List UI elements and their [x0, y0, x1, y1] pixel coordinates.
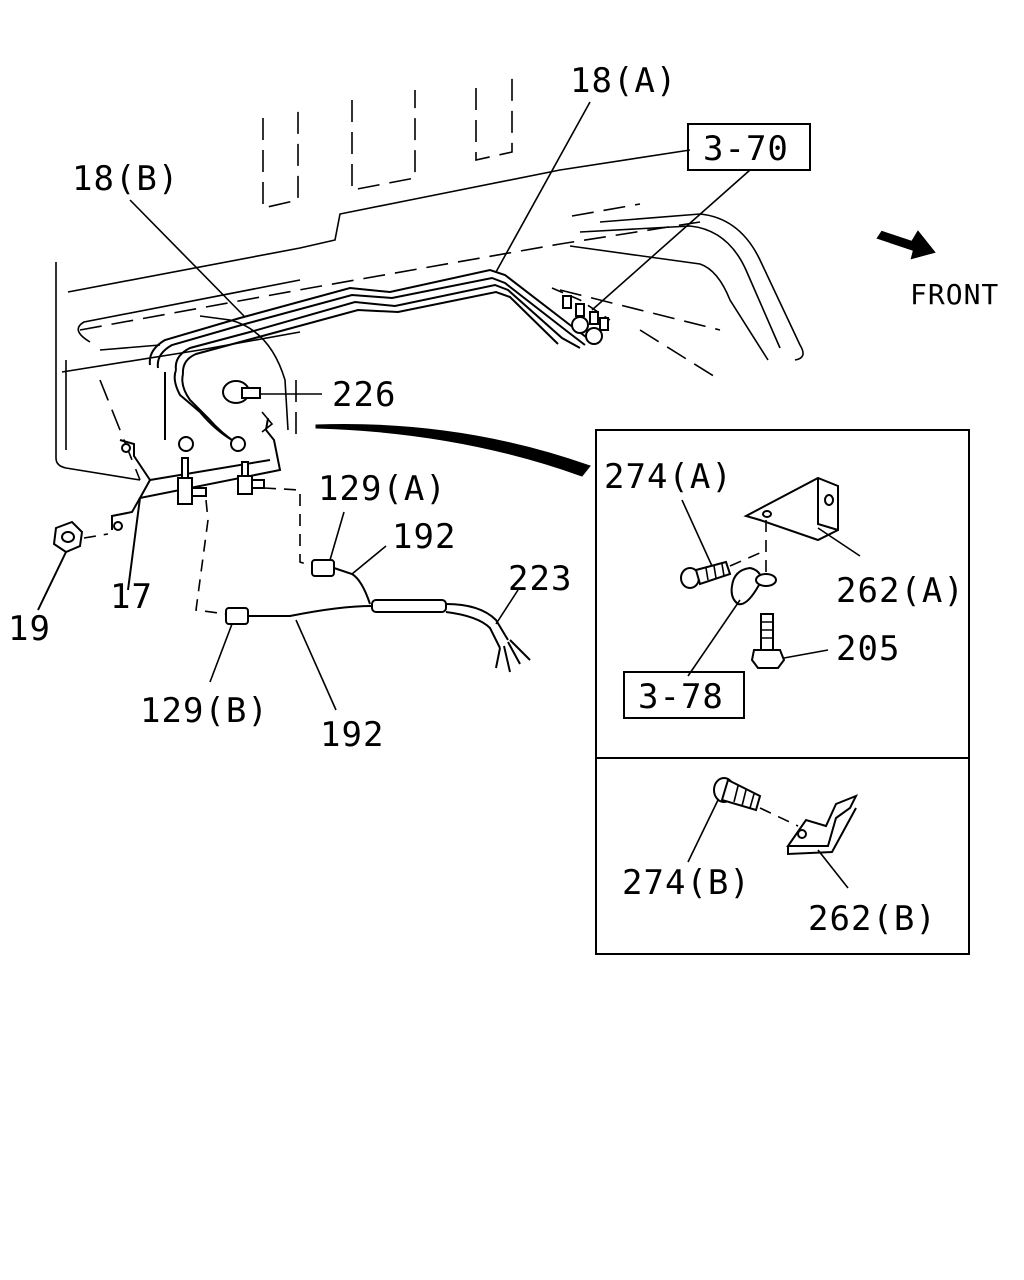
bracket-262b: [786, 794, 859, 889]
brake-pipe-18a: [148, 268, 591, 440]
clip-3-78: [687, 520, 777, 677]
detail-inset: [595, 429, 970, 955]
label-3-78: 3-78: [638, 677, 724, 717]
label-129a: 129(A): [318, 469, 447, 509]
bolt-226: [222, 380, 274, 433]
three-way-joints: [177, 457, 265, 505]
label-262b: 262(B): [808, 899, 937, 939]
pipe-end-fittings: [178, 287, 611, 452]
brake-pipe-18b: [173, 283, 581, 445]
label-18a: 18(A): [570, 61, 677, 101]
bracket-17: [111, 417, 282, 591]
label-274a: 274(A): [604, 457, 733, 497]
ref-box-3-70: [687, 123, 811, 171]
bolt-274a: [680, 499, 763, 589]
wire-harness-223: [371, 599, 531, 673]
bolt-205: [750, 613, 829, 669]
bolt-274b: [687, 777, 799, 863]
label-192-upper: 192: [392, 517, 456, 557]
label-262a: 262(A): [836, 571, 965, 611]
label-18b: 18(B): [72, 159, 179, 199]
part-labels: 18(A) 18(B) 3-70 FRONT 226 129(A) 192 22…: [8, 61, 999, 939]
bracket-262a: [743, 476, 861, 557]
label-19: 19: [8, 609, 51, 649]
label-front: FRONT: [910, 278, 999, 311]
label-129b: 129(B): [140, 691, 269, 731]
nut-19: [37, 520, 109, 611]
label-223: 223: [508, 559, 572, 599]
detail-callout-swoosh: [315, 424, 591, 477]
ref-box-3-78: [623, 671, 745, 719]
label-17: 17: [110, 577, 153, 617]
vehicle-frame-outline: [55, 78, 804, 481]
label-226: 226: [332, 375, 396, 415]
label-205: 205: [836, 629, 900, 669]
front-arrow-icon: [876, 230, 936, 260]
label-192-lower: 192: [320, 715, 384, 755]
label-3-70: 3-70: [703, 129, 789, 169]
label-274b: 274(B): [622, 863, 751, 903]
connector-129b: [195, 499, 373, 625]
leader-lines-main: [129, 101, 751, 711]
